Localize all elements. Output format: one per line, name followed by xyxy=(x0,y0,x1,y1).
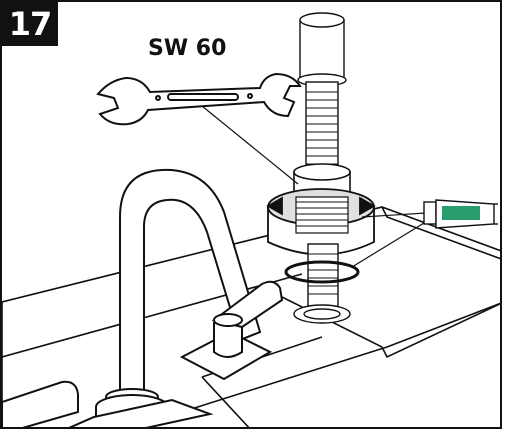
installation-illustration xyxy=(2,12,500,427)
grease-tube-icon xyxy=(423,199,498,229)
open-end-wrench-icon xyxy=(96,72,302,126)
tool-size-label: SW 60 xyxy=(148,36,227,61)
lower-pipe xyxy=(284,243,360,324)
mounting-nut xyxy=(266,188,376,256)
left-lever xyxy=(2,380,79,427)
faucet-spout xyxy=(68,168,262,427)
lever-handle xyxy=(179,280,284,381)
step-number: 17 xyxy=(8,5,53,43)
step-number-badge: 17 xyxy=(2,2,58,46)
top-nut xyxy=(293,163,351,195)
wrench-leader-line xyxy=(201,105,299,185)
